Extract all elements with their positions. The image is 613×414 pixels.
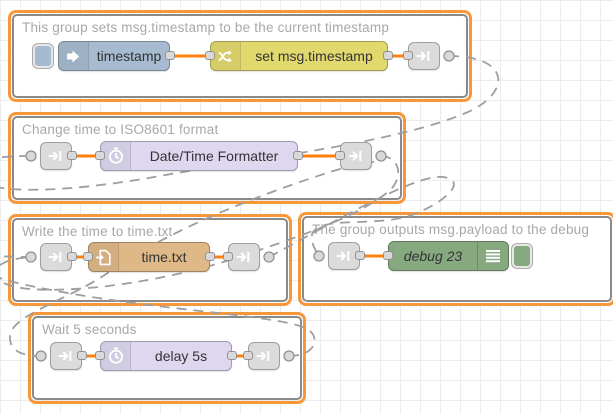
node-inject-label: timestamp (96, 48, 162, 64)
node-delay-port-in[interactable] (95, 351, 105, 360)
link-icon (47, 147, 65, 165)
link-icon (57, 347, 75, 365)
link-wire-link-out-3-to-link-in-4[interactable] (268, 176, 455, 258)
node-formatter-label: Date/Time Formatter (149, 148, 279, 164)
node-inject[interactable]: timestamp (58, 41, 175, 71)
link-port-lp-in-2[interactable] (25, 150, 37, 162)
node-debug-port-in[interactable] (383, 251, 393, 260)
file-export-icon (89, 243, 119, 271)
clock-icon (101, 142, 131, 170)
node-link-in-3-port-out[interactable] (67, 252, 77, 261)
node-change-port-out[interactable] (383, 51, 393, 60)
node-link-in-4[interactable] (328, 242, 365, 270)
node-link-out-1-port-in[interactable] (403, 51, 413, 60)
node-link-in-2[interactable] (40, 142, 77, 170)
group-g4-label: The group outputs msg.payload to the deb… (312, 222, 590, 237)
node-change-port-in[interactable] (205, 51, 215, 60)
link-icon (255, 347, 273, 365)
node-link-out-2[interactable] (335, 142, 372, 170)
node-link-out-2-port-in[interactable] (335, 151, 345, 160)
node-file-port-out[interactable] (205, 252, 215, 261)
node-delay[interactable]: delay 5s (95, 341, 237, 371)
node-file-port-in[interactable] (83, 252, 93, 261)
node-debug[interactable]: debug 23 (383, 241, 509, 271)
group-g5-label: Wait 5 seconds (42, 322, 137, 337)
node-link-in-2-port-out[interactable] (67, 151, 77, 160)
debug-list-icon (477, 242, 508, 270)
node-delay-port-out[interactable] (227, 351, 237, 360)
link-icon (347, 147, 365, 165)
node-formatter[interactable]: Date/Time Formatter (95, 141, 303, 171)
inject-arrow-icon (59, 42, 89, 70)
node-debug-label: debug 23 (403, 248, 463, 264)
node-link-out-5-port-in[interactable] (243, 351, 253, 360)
link-wire-link-out-2-to-link-in-3[interactable] (0, 155, 399, 291)
group-g3-label: Write the time to time.txt (22, 224, 173, 239)
link-icon (335, 247, 353, 265)
clock-icon (101, 342, 131, 370)
node-file-label: time.txt (141, 249, 187, 265)
node-link-out-3-port-in[interactable] (223, 252, 233, 261)
link-port-lp-out-1[interactable] (443, 50, 455, 62)
node-link-out-3[interactable] (223, 243, 260, 271)
link-wire-link-out-5-to-link-in-3[interactable] (0, 255, 316, 357)
link-port-lp-in-3[interactable] (25, 251, 37, 263)
node-debug-button[interactable] (512, 244, 532, 268)
node-link-out-1[interactable] (403, 42, 440, 70)
group-g2-label: Change time to ISO8601 format (22, 122, 219, 137)
link-port-lp-out-2[interactable] (375, 150, 387, 162)
link-port-lp-in-5[interactable] (35, 350, 47, 362)
node-inject-button[interactable] (33, 44, 53, 68)
link-port-lp-in-4[interactable] (313, 250, 325, 262)
node-formatter-port-in[interactable] (95, 151, 105, 160)
link-icon (47, 248, 65, 266)
node-link-in-3[interactable] (40, 243, 77, 271)
node-link-in-5-port-out[interactable] (77, 351, 87, 360)
node-link-in-5[interactable] (50, 342, 87, 370)
link-port-lp-out-5[interactable] (283, 350, 295, 362)
node-link-out-5[interactable] (243, 342, 280, 370)
node-change[interactable]: set msg.timestamp (205, 41, 393, 71)
shuffle-icon (211, 42, 241, 70)
node-file[interactable]: time.txt (83, 242, 215, 272)
link-icon (415, 47, 433, 65)
node-change-label: set msg.timestamp (255, 48, 373, 64)
link-port-lp-out-3[interactable] (263, 251, 275, 263)
node-formatter-port-out[interactable] (293, 151, 303, 160)
node-link-in-4-port-out[interactable] (355, 251, 365, 260)
group-g1-label: This group sets msg.timestamp to be the … (22, 20, 390, 35)
link-icon (235, 248, 253, 266)
node-delay-label: delay 5s (154, 348, 208, 364)
node-inject-port-out[interactable] (165, 51, 175, 60)
